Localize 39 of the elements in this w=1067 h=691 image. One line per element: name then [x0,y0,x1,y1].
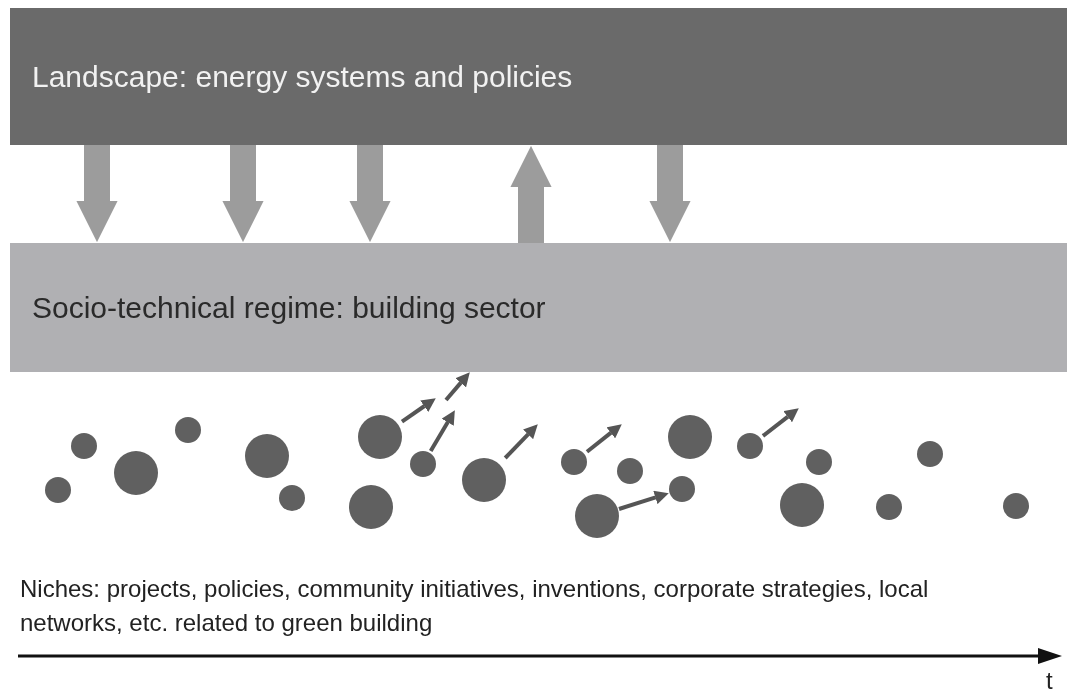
niche-circle [349,485,393,529]
niche-circle [279,485,305,511]
level-band [10,243,1067,372]
arrow [585,424,622,454]
arrow [618,490,669,511]
niche-circle [245,434,289,478]
niche-circle [114,451,158,495]
band-label: Landscape: energy systems and policies [32,59,573,94]
arrow [428,410,455,453]
arrow [76,145,118,243]
axis-label: t [1046,666,1053,691]
niche-circle [561,449,587,475]
niche-circle [780,483,824,527]
arrow [649,145,691,243]
level-band [10,8,1067,145]
arrow [444,372,470,402]
arrow [400,398,436,424]
arrow [349,145,391,243]
niche-circle [876,494,902,520]
niche-circle [617,458,643,484]
niche-circle [358,415,402,459]
niche-circle [917,441,943,467]
arrow [761,408,799,438]
niche-circle [410,451,436,477]
niche-circle [1003,493,1029,519]
arrow [503,424,538,460]
niche-circle [669,476,695,502]
niche-circle [668,415,712,459]
niche-circle [71,433,97,459]
arrow [510,145,552,243]
niche-circle [806,449,832,475]
band-label: Socio-technical regime: building sector [32,290,546,325]
arrow [222,145,264,243]
niche-circle [575,494,619,538]
niche-circle [175,417,201,443]
niche-circle [462,458,506,502]
niche-circle [737,433,763,459]
niche-circle [45,477,71,503]
niche-description: Niches: projects, policies, community initiatives, inventions, corporate strategies, local networks, etc. related to green building [20,574,930,638]
